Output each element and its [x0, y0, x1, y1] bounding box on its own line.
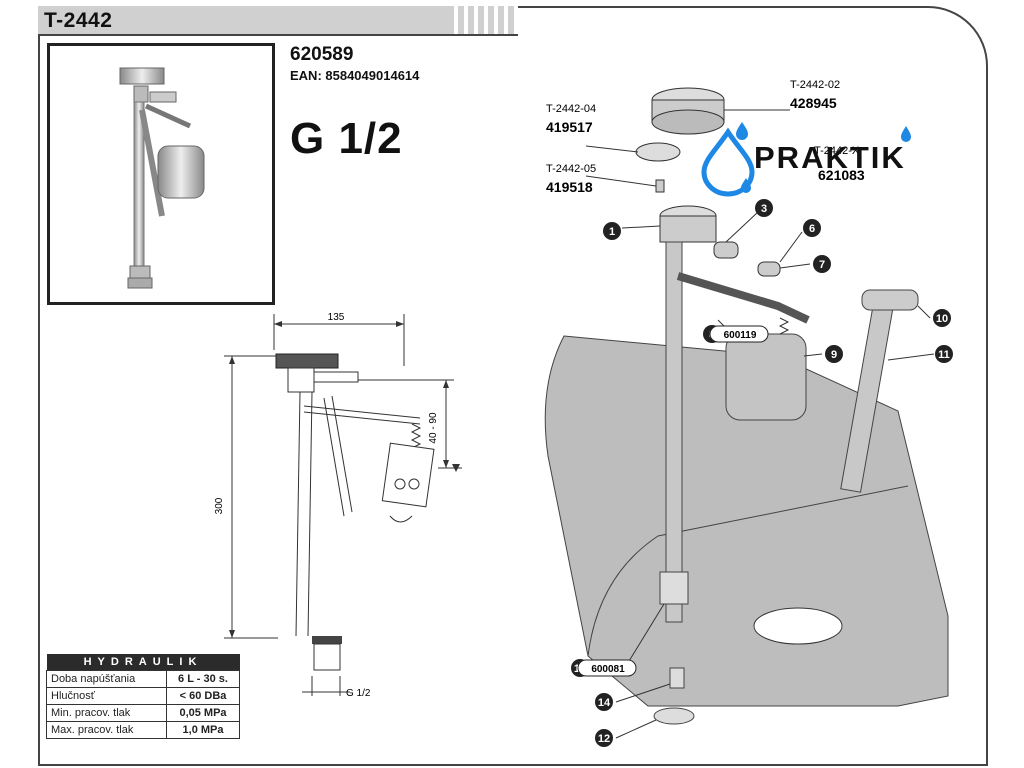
product-code: 620589	[290, 44, 354, 65]
part-02-code: 428945	[790, 95, 837, 111]
callout-13-code: 600081	[591, 664, 625, 675]
part-05-ref: T-2442-05	[546, 163, 596, 175]
sheet-title: T-2442	[44, 9, 113, 32]
callout-9: 9	[831, 349, 837, 361]
callout-14: 14	[598, 697, 611, 709]
callout-8-code: 600119	[724, 330, 757, 341]
water-drop-icon	[701, 122, 755, 197]
thread-size: G 1/2	[290, 114, 403, 163]
table-row: Min. pracov. tlak 0,05 MPa	[46, 704, 240, 722]
part-02-ref: T-2442-02	[790, 79, 840, 91]
hydraulik-title: HYDRAULIK	[46, 654, 240, 671]
callout-11: 11	[938, 349, 950, 361]
row-value: < 60 DBa	[166, 687, 240, 705]
row-label: Hlučnosť	[46, 687, 167, 705]
row-label: Min. pracov. tlak	[46, 704, 167, 722]
callout-6: 6	[809, 223, 815, 235]
dim-float-range-label: 40 - 90	[428, 412, 439, 444]
table-row: Max. pracov. tlak 1,0 MPa	[46, 721, 240, 739]
table-row: Hlučnosť < 60 DBa	[46, 687, 240, 705]
part-05-code: 419518	[546, 179, 593, 195]
callout-7: 7	[819, 259, 825, 271]
row-value: 1,0 MPa	[166, 721, 240, 739]
exploded-view: T-2442-02 428945 T-2442-04 419517 T-2442…	[544, 79, 953, 747]
ean-code: EAN: 8584049014614	[290, 68, 420, 83]
product-photo-illustration	[119, 67, 205, 289]
callout-1: 1	[609, 226, 615, 238]
dim-connector-label: G 1/2	[346, 688, 371, 699]
callout-3: 3	[761, 203, 767, 215]
hydraulik-table: HYDRAULIK Doba napúšťania 6 L - 30 s. Hl…	[46, 654, 240, 739]
dim-height-label: 300	[214, 497, 225, 514]
part-04-ref: T-2442-04	[546, 103, 596, 115]
part-x-code: 621083	[818, 167, 865, 183]
row-value: 0,05 MPa	[166, 704, 240, 722]
row-label: Doba napúšťania	[46, 670, 167, 688]
small-drop-icon	[901, 126, 911, 142]
callout-10: 10	[936, 313, 948, 325]
dimension-drawing: 135 300 40 - 90 G 1/2	[214, 312, 462, 699]
callout-12: 12	[598, 733, 610, 745]
dim-width-label: 135	[328, 312, 345, 323]
part-x-ref: T-2442-X	[814, 145, 860, 157]
product-photo	[47, 43, 275, 305]
row-label: Max. pracov. tlak	[46, 721, 167, 739]
title-stripes	[454, 6, 518, 34]
row-value: 6 L - 30 s.	[166, 670, 240, 688]
title-bar: T-2442	[38, 6, 518, 36]
brand-logo: PRAKTIK	[754, 140, 906, 175]
table-row: Doba napúšťania 6 L - 30 s.	[46, 670, 240, 688]
product-sheet: T-2442 620589 EAN: 8584049014614 G 1/2	[38, 6, 988, 766]
part-04-code: 419517	[546, 119, 593, 135]
